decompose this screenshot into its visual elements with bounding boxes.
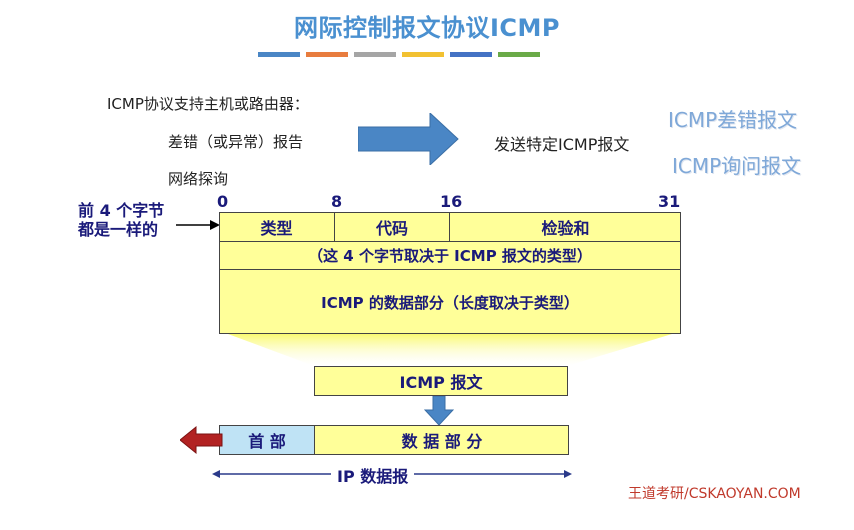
icmp-error-message-label: ICMP差错报文 (668, 108, 798, 132)
ip-header-field: 首 部 (219, 425, 315, 455)
intro-line-error-report: 差错（或异常）报告 (168, 133, 304, 151)
bit-position-31: 31 (658, 192, 681, 211)
icmp-query-message-label: ICMP询问报文 (672, 154, 802, 178)
bit-position-0: 0 (217, 192, 229, 211)
funnel-shape (228, 334, 672, 366)
title-stripe-2 (306, 52, 348, 57)
title-stripe-3 (354, 52, 396, 57)
intro-line-support: ICMP协议支持主机或路由器： (107, 95, 309, 113)
ip-datagram-label: IP 数据报 (331, 463, 415, 487)
field-type: 类型 (219, 212, 335, 242)
field-checksum: 检验和 (450, 212, 681, 242)
bit-position-8: 8 (331, 192, 343, 211)
title-stripe-6 (498, 52, 540, 57)
page-title: 网际控制报文协议ICMP (293, 14, 560, 42)
left-arrow-icon (180, 425, 223, 455)
intro-line-probe: 网络探询 (168, 170, 229, 188)
icmp-format-block (219, 212, 681, 334)
ip-data-field: 数 据 部 分 (401, 432, 483, 451)
header-note-line1: 前 4 个字节 (78, 201, 165, 220)
footer-brand: 王道考研/CSKAOYAN.COM (628, 486, 801, 502)
title-stripe-4 (402, 52, 444, 57)
title-stripe-1 (258, 52, 300, 57)
field-icmp-data: ICMP 的数据部分（长度取决于类型） (321, 293, 579, 312)
right-arrow-icon (358, 113, 459, 165)
icmp-message-box: ICMP 报文 (314, 366, 568, 396)
header-note-line2: 都是一样的 (78, 220, 159, 239)
pointer-arrow-icon (176, 220, 220, 230)
title-stripe-5 (450, 52, 492, 57)
bit-position-16: 16 (440, 192, 463, 211)
field-type-dependent: （这 4 个字节取决于 ICMP 报文的类型） (219, 242, 681, 270)
intro-send-specific: 发送特定ICMP报文 (494, 135, 630, 154)
field-code: 代码 (335, 212, 450, 242)
down-arrow-icon (424, 396, 454, 426)
